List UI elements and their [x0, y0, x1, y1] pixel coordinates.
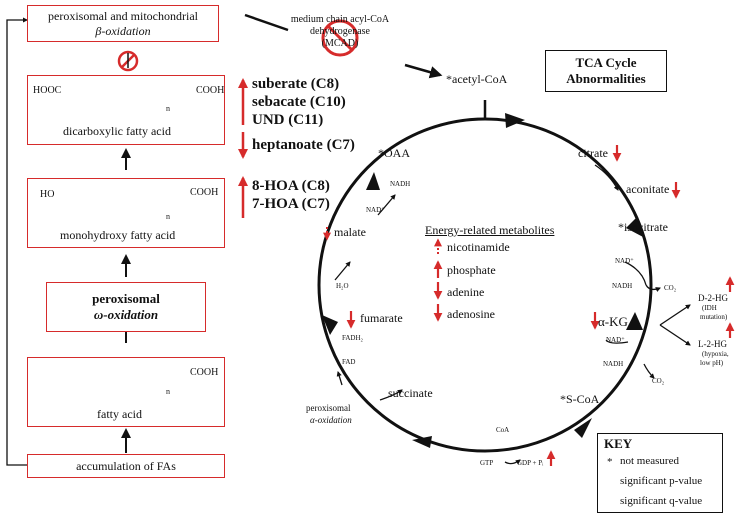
- fatty-acid-n: n: [166, 387, 170, 396]
- gdp-label: GDP + Pᵢ: [517, 459, 544, 467]
- monohydroxy-ho: HO: [40, 189, 55, 200]
- coa-label: CoA: [496, 426, 510, 434]
- mcad-label: medium chain acyl-CoA dehydrogenase (MCA…: [280, 14, 400, 50]
- accumulation-box: accumulation of FAs: [27, 454, 225, 478]
- energy-phosphate: phosphate: [447, 263, 496, 277]
- omega-oxidation-line2: ω-oxidation: [93, 307, 159, 322]
- fad-label: FAD: [342, 358, 356, 366]
- omega-oxidation-line1: peroxisomal: [92, 291, 160, 306]
- dicarboxylic-hooc: HOOC: [33, 85, 62, 96]
- nad2-label: NAD⁺: [606, 336, 625, 344]
- tca-change-arrows: [323, 145, 735, 466]
- dicarboxylic-cooh: COOH: [196, 85, 225, 96]
- beta-oxidation-line1: peroxisomal and mitochondrial: [48, 8, 198, 23]
- mcad-blocked-symbol: [321, 19, 359, 57]
- accumulation-label: accumulation of FAs: [76, 458, 176, 473]
- h2o-label: H₂O: [336, 282, 349, 290]
- key-p-value: significant p-value: [620, 475, 703, 487]
- mcad-line1: medium chain acyl-CoA: [290, 14, 390, 25]
- fatty-acid-cooh: COOH: [190, 367, 219, 378]
- perox-alpha-line2: α-oxidation: [310, 415, 352, 425]
- metabolite-8-hoa: 8-HOA (C8): [252, 178, 330, 194]
- key-q-value: significant q-value: [620, 495, 703, 507]
- metabolite-und: UND (C11): [252, 112, 324, 128]
- nad3-label: NAD⁺: [366, 206, 385, 214]
- energy-adenosine: adenosine: [447, 307, 495, 321]
- metabolite-sebacate: sebacate (C10): [252, 94, 346, 110]
- gtp-label: GTP: [480, 459, 494, 467]
- fadh2-label: FADH₂: [342, 334, 363, 342]
- perox-alpha-line1: peroxisomal: [306, 403, 351, 413]
- beta-oxidation-box: peroxisomal and mitochondrial β-oxidatio…: [27, 5, 219, 42]
- arrow-to-acetyl: [404, 63, 443, 79]
- d2hg-label: D-2-HG: [698, 293, 728, 303]
- monohydroxy-n: n: [166, 212, 170, 221]
- metabolite-suberate: suberate (C8): [252, 76, 340, 92]
- monohydroxy-caption: monohydroxy fatty acid: [60, 228, 176, 242]
- mcad-line: [244, 13, 289, 32]
- akg-label: α-KG: [598, 314, 628, 329]
- monohydroxy-cooh: COOH: [190, 187, 219, 198]
- omega-oxidation-box: peroxisomal ω-oxidation: [46, 282, 206, 332]
- monohydroxy-box: [27, 178, 225, 248]
- title-line2: Abnormalities: [566, 71, 646, 86]
- fatty-acid-box: [27, 357, 225, 427]
- key-not-measured: not measured: [620, 455, 679, 467]
- key-title: KEY: [604, 436, 633, 451]
- title-line1: TCA Cycle: [575, 55, 637, 70]
- l2hg-note2: low pH): [700, 359, 724, 367]
- nad1-label: NAD⁺: [615, 257, 634, 265]
- succinate-label: succinate: [388, 386, 433, 400]
- key-box: KEY * not measured significant p-value s…: [597, 433, 723, 513]
- dicarboxylic-box: [27, 75, 225, 145]
- cycle-arrowheads: [322, 113, 645, 448]
- dicarboxylic-caption: dicarboxylic fatty acid: [63, 124, 171, 138]
- nadh2-label: NADH: [603, 360, 624, 368]
- fumarate-label: fumarate: [360, 311, 403, 325]
- feedback-loop-line: [6, 17, 29, 466]
- d2hg-note1: (IDH: [702, 304, 717, 312]
- mcad-line2: dehydrogenase: [310, 26, 370, 37]
- aconitate-label: aconitate: [626, 182, 670, 196]
- co2-1-label: CO₂: [664, 284, 677, 292]
- nadh1-label: NADH: [612, 282, 633, 290]
- citrate-label: citrate: [578, 146, 608, 160]
- scoa-label: *S-CoA: [560, 392, 600, 406]
- acetyl-coa-label: *acetyl-CoA: [446, 72, 508, 86]
- oaa-label: *OAA: [378, 146, 410, 160]
- key-star: *: [607, 456, 613, 468]
- beta-oxidation-line2: β-oxidation: [95, 23, 151, 38]
- tca-cycle-ring: [317, 117, 653, 453]
- l2hg-label: L-2-HG: [698, 339, 727, 349]
- malate-label: malate: [334, 225, 366, 239]
- dicarboxylic-n: n: [166, 104, 170, 113]
- mcad-line3: (MCAD): [321, 38, 359, 49]
- d2hg-note2: mutation): [700, 313, 728, 321]
- isocitrate-label: *isocitrate: [618, 220, 668, 234]
- energy-title: Energy-related metabolites: [425, 223, 555, 237]
- energy-nicotinamide: nicotinamide: [447, 240, 510, 254]
- blocked-symbol: [117, 50, 139, 72]
- metabolite-heptanoate: heptanoate (C7): [252, 137, 355, 153]
- l2hg-note1: (hypoxia,: [702, 350, 729, 358]
- title-box: TCA Cycle Abnormalities: [545, 50, 667, 92]
- metabolite-7-hoa: 7-HOA (C7): [252, 196, 330, 212]
- nadh3-label: NADH: [390, 180, 411, 188]
- co2-2-label: CO₂: [652, 377, 665, 385]
- fatty-acid-caption: fatty acid: [97, 407, 142, 421]
- side-reactions: [334, 164, 691, 465]
- energy-adenine: adenine: [447, 285, 485, 299]
